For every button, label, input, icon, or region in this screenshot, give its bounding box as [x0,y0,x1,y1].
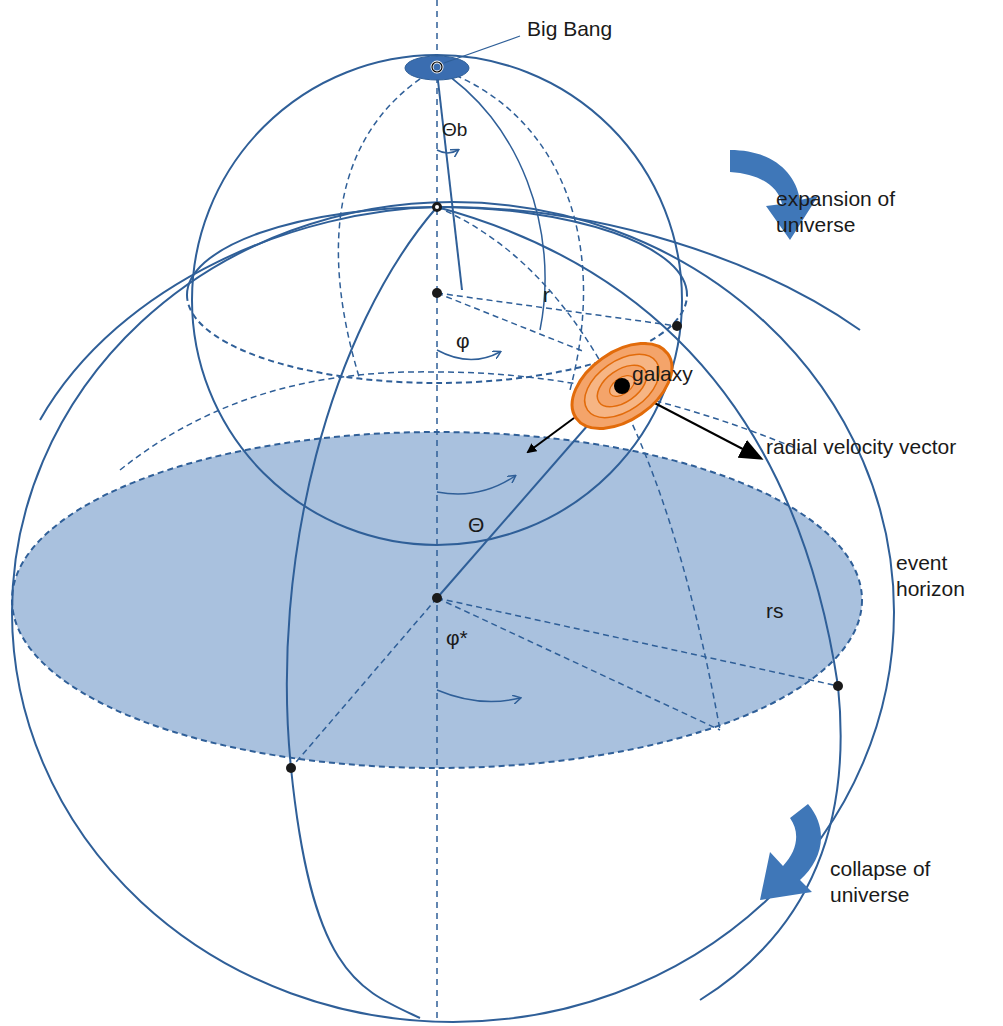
angle-label: Θ [468,512,484,538]
radius-label: r [543,282,550,308]
galaxy-label: galaxy [632,362,693,386]
galaxy-ellipse [556,338,706,438]
collapse-label: collapse of universe [830,856,990,909]
angle-label: φ* [446,625,468,651]
radius-label: rs [766,598,784,624]
galaxy-shape: galaxy [556,338,706,438]
velocity-label: radial velocity vector [766,434,956,460]
expansion-label: expansion of universe [776,186,926,239]
angle-label: φ [456,328,470,354]
angle-label: Θb [442,118,467,142]
event-horizon-label: event horizon [896,550,991,603]
big-bang-label: Big Bang [527,16,612,42]
